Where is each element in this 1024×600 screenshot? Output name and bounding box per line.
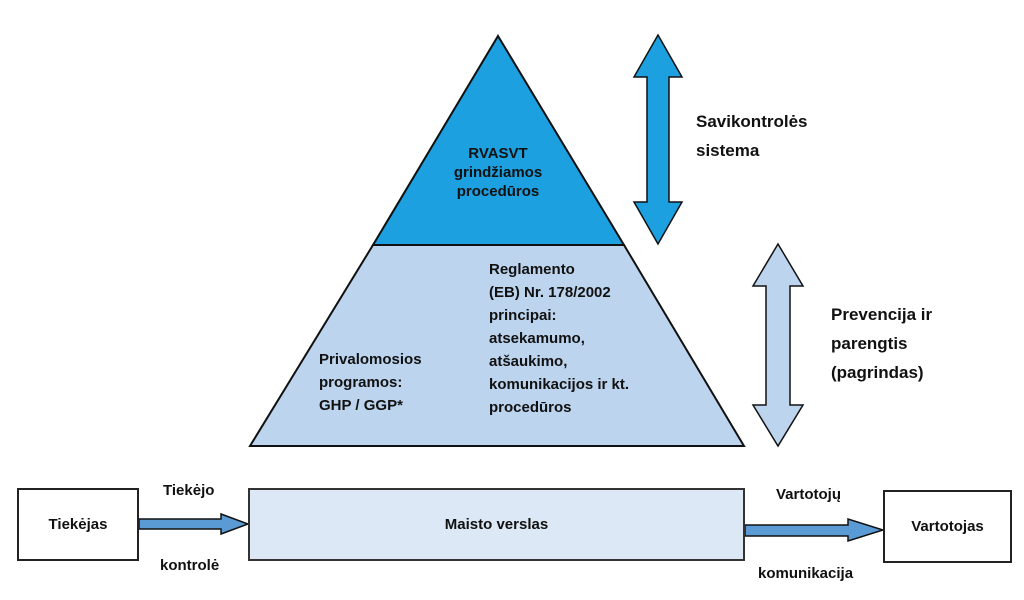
consumer-arrow-label-top: Vartotojų — [776, 486, 842, 503]
prevention-line: parengtis — [831, 334, 908, 353]
base-left-line: GHP / GGP* — [319, 397, 403, 414]
prevention-line: (pagrindas) — [831, 363, 924, 382]
supplier-arrow-label-bottom: kontrolė — [160, 557, 220, 574]
supplier-box: Tiekėjas — [17, 488, 139, 561]
self-control-line: Savikontrolės — [696, 112, 808, 131]
prevention-label: Prevencija ir parengtis (pagrindas) — [831, 300, 932, 387]
top-tier-line: RVASVT — [468, 145, 528, 162]
base-tier-left-label: Privalomosios programos: GHP / GGP* — [319, 348, 422, 417]
top-tier-line: grindžiamos — [453, 164, 543, 181]
base-right-line: Reglamento — [489, 261, 575, 278]
base-right-line: komunikacijos ir kt. — [489, 376, 630, 393]
prevention-double-arrow-icon — [751, 242, 805, 448]
food-business-label: Maisto verslas — [444, 516, 549, 533]
self-control-double-arrow-icon — [632, 33, 684, 246]
self-control-label: Savikontrolės sistema — [696, 107, 808, 165]
base-right-line: atsekamumo, — [489, 330, 585, 347]
base-tier-right-label: Reglamento (EB) Nr. 178/2002 principai: … — [489, 258, 629, 419]
consumer-arrow-label-bottom: komunikacija — [758, 565, 854, 582]
self-control-line: sistema — [696, 141, 760, 160]
base-left-line: programos: — [319, 374, 403, 391]
top-tier-label: RVASVT grindžiamos procedūros — [428, 144, 568, 201]
base-left-line: Privalomosios — [319, 351, 422, 368]
supplier-label: Tiekėjas — [48, 516, 108, 533]
pyramid-top-tier — [371, 34, 626, 246]
supplier-flow-arrow-icon — [138, 512, 251, 536]
consumer-box: Vartotojas — [883, 490, 1012, 563]
top-tier-line: procedūros — [456, 183, 540, 200]
base-right-line: atšaukimo, — [489, 353, 568, 370]
supplier-arrow-label-top: Tiekėjo — [163, 482, 215, 499]
prevention-line: Prevencija ir — [831, 305, 933, 324]
base-right-line: principai: — [489, 307, 557, 324]
base-right-line: (EB) Nr. 178/2002 — [489, 284, 611, 301]
food-business-box: Maisto verslas — [248, 488, 745, 561]
consumer-label: Vartotojas — [911, 518, 984, 535]
consumer-flow-arrow-icon — [744, 517, 886, 543]
base-right-line: procedūros — [489, 399, 572, 416]
